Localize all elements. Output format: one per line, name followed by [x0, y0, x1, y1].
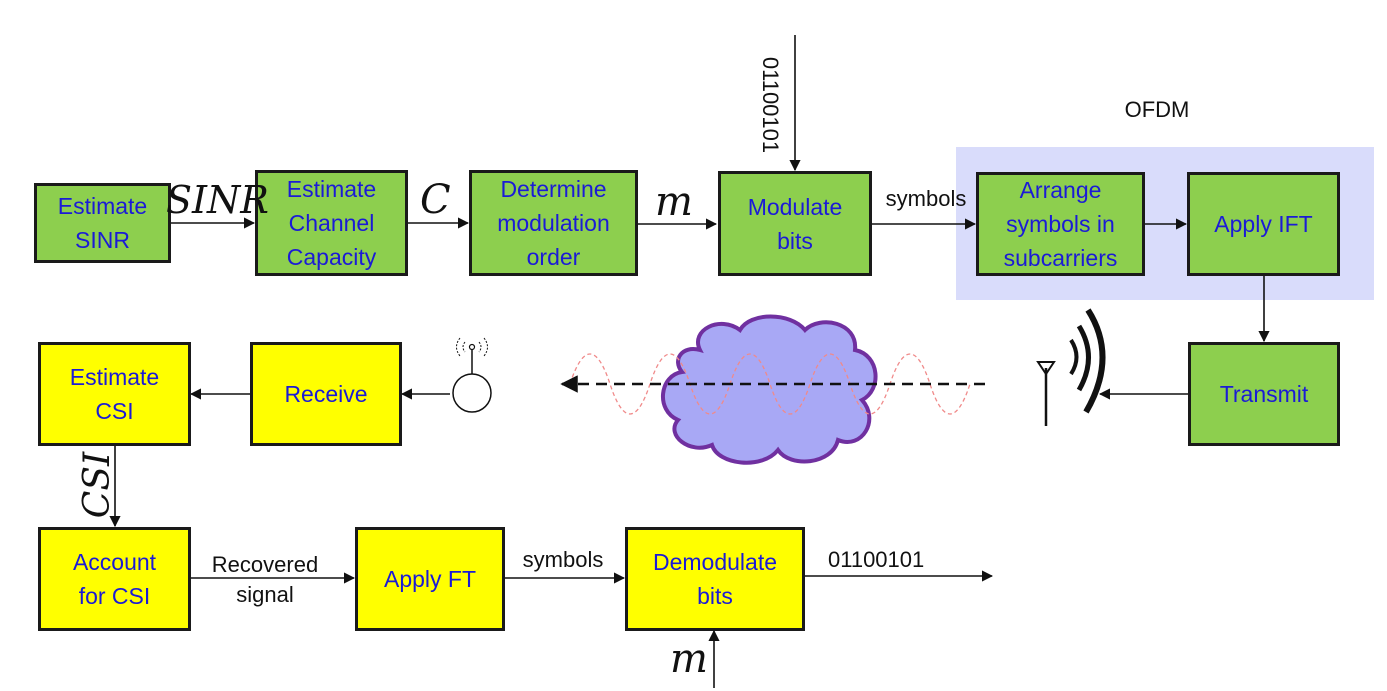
determine-order-block: Determine modulation order [469, 170, 638, 276]
bits-out-label: 01100101 [828, 547, 925, 572]
arrange-symbols-block: Arrange symbols in subcarriers [976, 172, 1145, 276]
estimate-capacity-block: Estimate Channel Capacity [255, 170, 408, 276]
sinr-label: SINR [166, 178, 269, 222]
recovered-signal-label: Recovered signal [211, 552, 319, 607]
receive-block: Receive [250, 342, 402, 446]
antenna-icon [1036, 308, 1106, 426]
cloud-icon [661, 314, 878, 465]
capacity-label: C [420, 177, 451, 223]
order-label-bottom: m [670, 636, 708, 682]
bits-in-label: 01100101 [758, 56, 783, 154]
ofdm-label: OFDM [1124, 97, 1190, 122]
order-label-top: m [655, 179, 693, 225]
wave-icon [569, 353, 971, 415]
account-csi-block: Account for CSI [38, 527, 191, 631]
estimate-csi-block: Estimate CSI [38, 342, 191, 446]
csi-label: CSI [77, 451, 118, 519]
transmit-block: Transmit [1188, 342, 1340, 446]
estimate-sinr-block: Estimate SINR [34, 183, 171, 263]
demodulate-block: Demodulate bits [625, 527, 805, 631]
apply-ft-block: Apply FT [355, 527, 505, 631]
symbols-bottom-label: symbols [522, 547, 604, 572]
symbols-top-label: symbols [885, 186, 967, 211]
receiver-antenna-icon [452, 337, 492, 413]
modulate-block: Modulate bits [718, 171, 872, 276]
apply-ift-block: Apply IFT [1187, 172, 1340, 276]
